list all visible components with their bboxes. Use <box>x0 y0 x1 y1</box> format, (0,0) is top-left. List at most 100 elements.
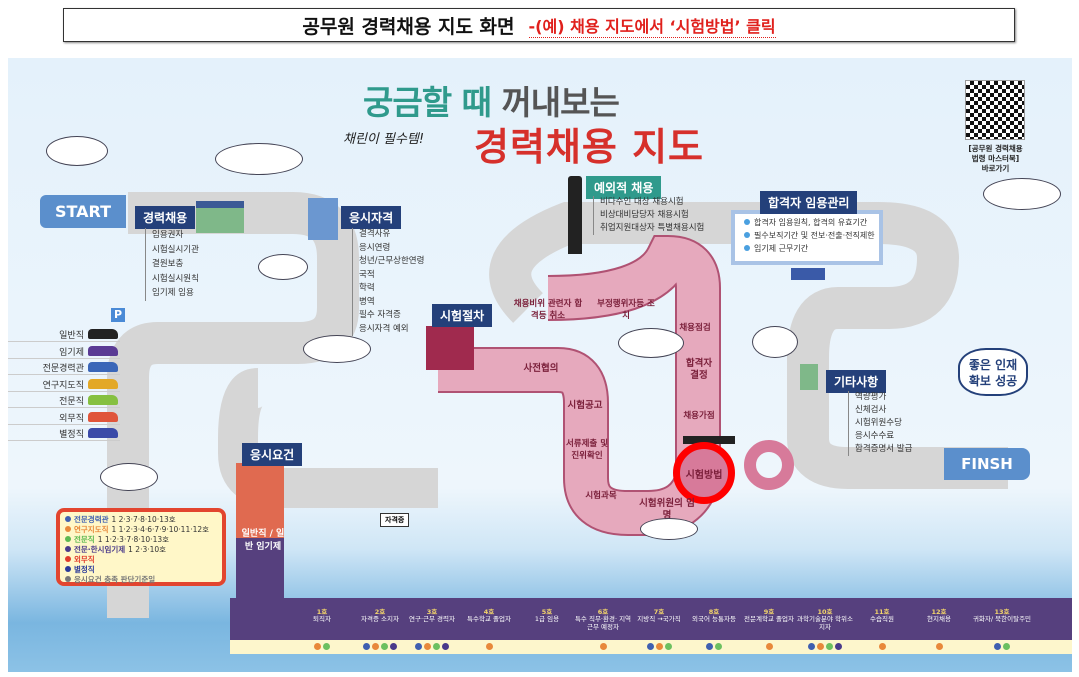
section-requirements[interactable]: 응시요건 <box>242 443 303 466</box>
type-dots <box>402 643 462 650</box>
speech-bubble <box>215 143 303 175</box>
list-item[interactable]: 비다수인 대상 채용시험 <box>600 197 684 207</box>
requirements-general[interactable]: 일반직 / 일반 임기제 <box>241 529 285 552</box>
list-item[interactable]: 비상대비담당자 채용시험 <box>600 210 689 220</box>
section-appointment[interactable]: 합격자 임용관리 <box>760 191 858 214</box>
step-notice[interactable]: 시험공고 <box>567 400 603 411</box>
list-item[interactable]: 임기제 근무기간 <box>754 244 809 253</box>
step-subjects[interactable]: 시험과목 <box>585 491 617 501</box>
type-label[interactable]: 지방직 →국가직 <box>637 615 681 623</box>
hazard-barrier <box>683 436 735 444</box>
type-number[interactable]: 3호 <box>426 608 438 616</box>
list-item[interactable]: 역량평가 <box>855 392 887 402</box>
list-item[interactable]: 합격증명서 발급 <box>855 444 913 454</box>
type-number[interactable]: 7호 <box>653 608 665 616</box>
type-number[interactable]: 4호 <box>483 608 495 616</box>
list-item[interactable]: 임기제 임용 <box>152 288 194 298</box>
legend-detail: 1 1·2·3·7·8·10·13호 <box>97 535 170 544</box>
list-item[interactable]: 시험위원수당 <box>855 418 902 428</box>
list-item[interactable]: 임용권자 <box>152 230 184 240</box>
type-label[interactable]: 퇴직자 <box>313 615 331 623</box>
step-committee[interactable]: 시험위원의 임명 <box>639 498 695 521</box>
map-title-line1: 궁금할 때 꺼내보는 <box>363 76 620 124</box>
type-label[interactable]: 현지채용 <box>927 615 951 623</box>
list-item[interactable]: 응시수수료 <box>855 431 895 441</box>
type-label[interactable]: 외국어 능통자등 <box>692 615 736 623</box>
bullet-icon <box>744 245 750 251</box>
list-item[interactable]: 시험실시원칙 <box>152 273 199 284</box>
step-fraud[interactable]: 부정행위자등 조치 <box>597 299 655 321</box>
type-label[interactable]: 자격증 소지자 <box>361 615 399 623</box>
traffic-light-icon <box>568 176 582 254</box>
type-number[interactable]: 13호 <box>994 608 1010 616</box>
type-number[interactable]: 6호 <box>597 608 609 616</box>
dot-icon <box>646 643 654 650</box>
type-label[interactable]: 수습직원 <box>870 615 894 623</box>
list-item[interactable]: 합격자 임용원칙, 합격의 유효기간 <box>754 218 868 227</box>
list-item[interactable]: 응시자격 예외 <box>359 323 409 334</box>
section-procedure[interactable]: 시험절차 <box>432 304 493 327</box>
type-number[interactable]: 5호 <box>541 608 553 616</box>
list-item[interactable]: 국적 <box>359 269 375 280</box>
type-label[interactable]: 과학기술분야 학위소지자 <box>797 615 853 631</box>
page-header: 공무원 경력채용 지도 화면 -(예) 채용 지도에서 ‘시험방법’ 클릭 <box>63 8 1015 42</box>
step-method[interactable]: 시험방법 <box>673 442 735 504</box>
type-dots <box>852 643 912 650</box>
legend-label: 전문직 <box>74 535 95 544</box>
divider <box>8 407 120 408</box>
list-item[interactable]: 필수 자격증 <box>359 310 401 320</box>
type-number[interactable]: 9호 <box>763 608 775 616</box>
list-item[interactable]: 신체검사 <box>855 405 887 415</box>
section-career[interactable]: 경력채용 <box>135 206 196 229</box>
type-dots <box>972 643 1032 650</box>
dot-icon <box>65 576 71 582</box>
list-item[interactable]: 청년/근무상한연령 <box>359 256 425 266</box>
type-number[interactable]: 10호 <box>817 608 833 616</box>
dot-icon <box>381 643 388 650</box>
type-number[interactable]: 11호 <box>874 608 890 616</box>
qr-code[interactable] <box>965 80 1025 140</box>
step-documents[interactable]: 서류제출 및 진위확인 <box>565 439 609 461</box>
vehicle-label: 일반직 <box>59 331 84 341</box>
type-number[interactable]: 8호 <box>708 608 720 616</box>
vehicle-label: 외무직 <box>59 413 84 424</box>
step-bonus[interactable]: 채용가점 <box>683 411 715 421</box>
section-etc[interactable]: 기타사항 <box>826 370 887 393</box>
legend-item: 응시요건 충족 판단기준일 <box>65 575 217 585</box>
list-item[interactable]: 결원보충 <box>152 259 184 269</box>
type-number[interactable]: 1호 <box>316 608 328 616</box>
list-item[interactable]: 학력 <box>359 283 375 293</box>
list-item[interactable]: 응시연령 <box>359 242 391 253</box>
type-number[interactable]: 12호 <box>931 608 947 616</box>
list-item[interactable]: 시험실시기관 <box>152 244 199 255</box>
type-label[interactable]: 연구·근무 경력자 <box>409 615 455 623</box>
list-item[interactable]: 결격사유 <box>359 229 391 239</box>
step-consult[interactable]: 사전협의 <box>523 363 559 374</box>
step-inspect[interactable]: 채용점검 <box>679 323 711 333</box>
dot-icon <box>372 643 379 650</box>
legend-label: 연구지도직 <box>74 525 109 534</box>
step-pass[interactable]: 합격자 결정 <box>685 358 713 381</box>
type-label[interactable]: 귀화자/ 북한이탈주민 <box>972 615 1032 623</box>
building-icon <box>196 201 244 233</box>
type-label[interactable]: 특수학교 졸업자 <box>467 615 511 623</box>
dot-icon <box>817 643 824 650</box>
dot-icon <box>65 566 71 572</box>
type-label[interactable]: 특수 직무·환경· 지역 근무 예정자 <box>574 615 632 631</box>
step-cancel[interactable]: 채용비위 관련자 합격등 취소 <box>513 299 583 321</box>
list-item[interactable]: 병역 <box>359 296 375 307</box>
vehicle-icon <box>88 395 118 405</box>
type-dots <box>629 643 689 650</box>
type-label[interactable]: 1급 임용 <box>534 615 560 623</box>
section-exception[interactable]: 예외적 채용 <box>586 176 662 199</box>
legend-item: 별정직 <box>65 565 217 575</box>
list-item[interactable]: 취업지원대상자 특별채용시험 <box>600 223 705 233</box>
section-qualification[interactable]: 응시자격 <box>341 206 402 229</box>
list-item[interactable]: 필수보직기간 및 전보·전출·전직제한 <box>754 231 875 240</box>
type-label[interactable]: 전문계학교 졸업자 <box>744 615 794 623</box>
type-number[interactable]: 2호 <box>374 608 386 616</box>
dot-icon <box>765 643 773 650</box>
